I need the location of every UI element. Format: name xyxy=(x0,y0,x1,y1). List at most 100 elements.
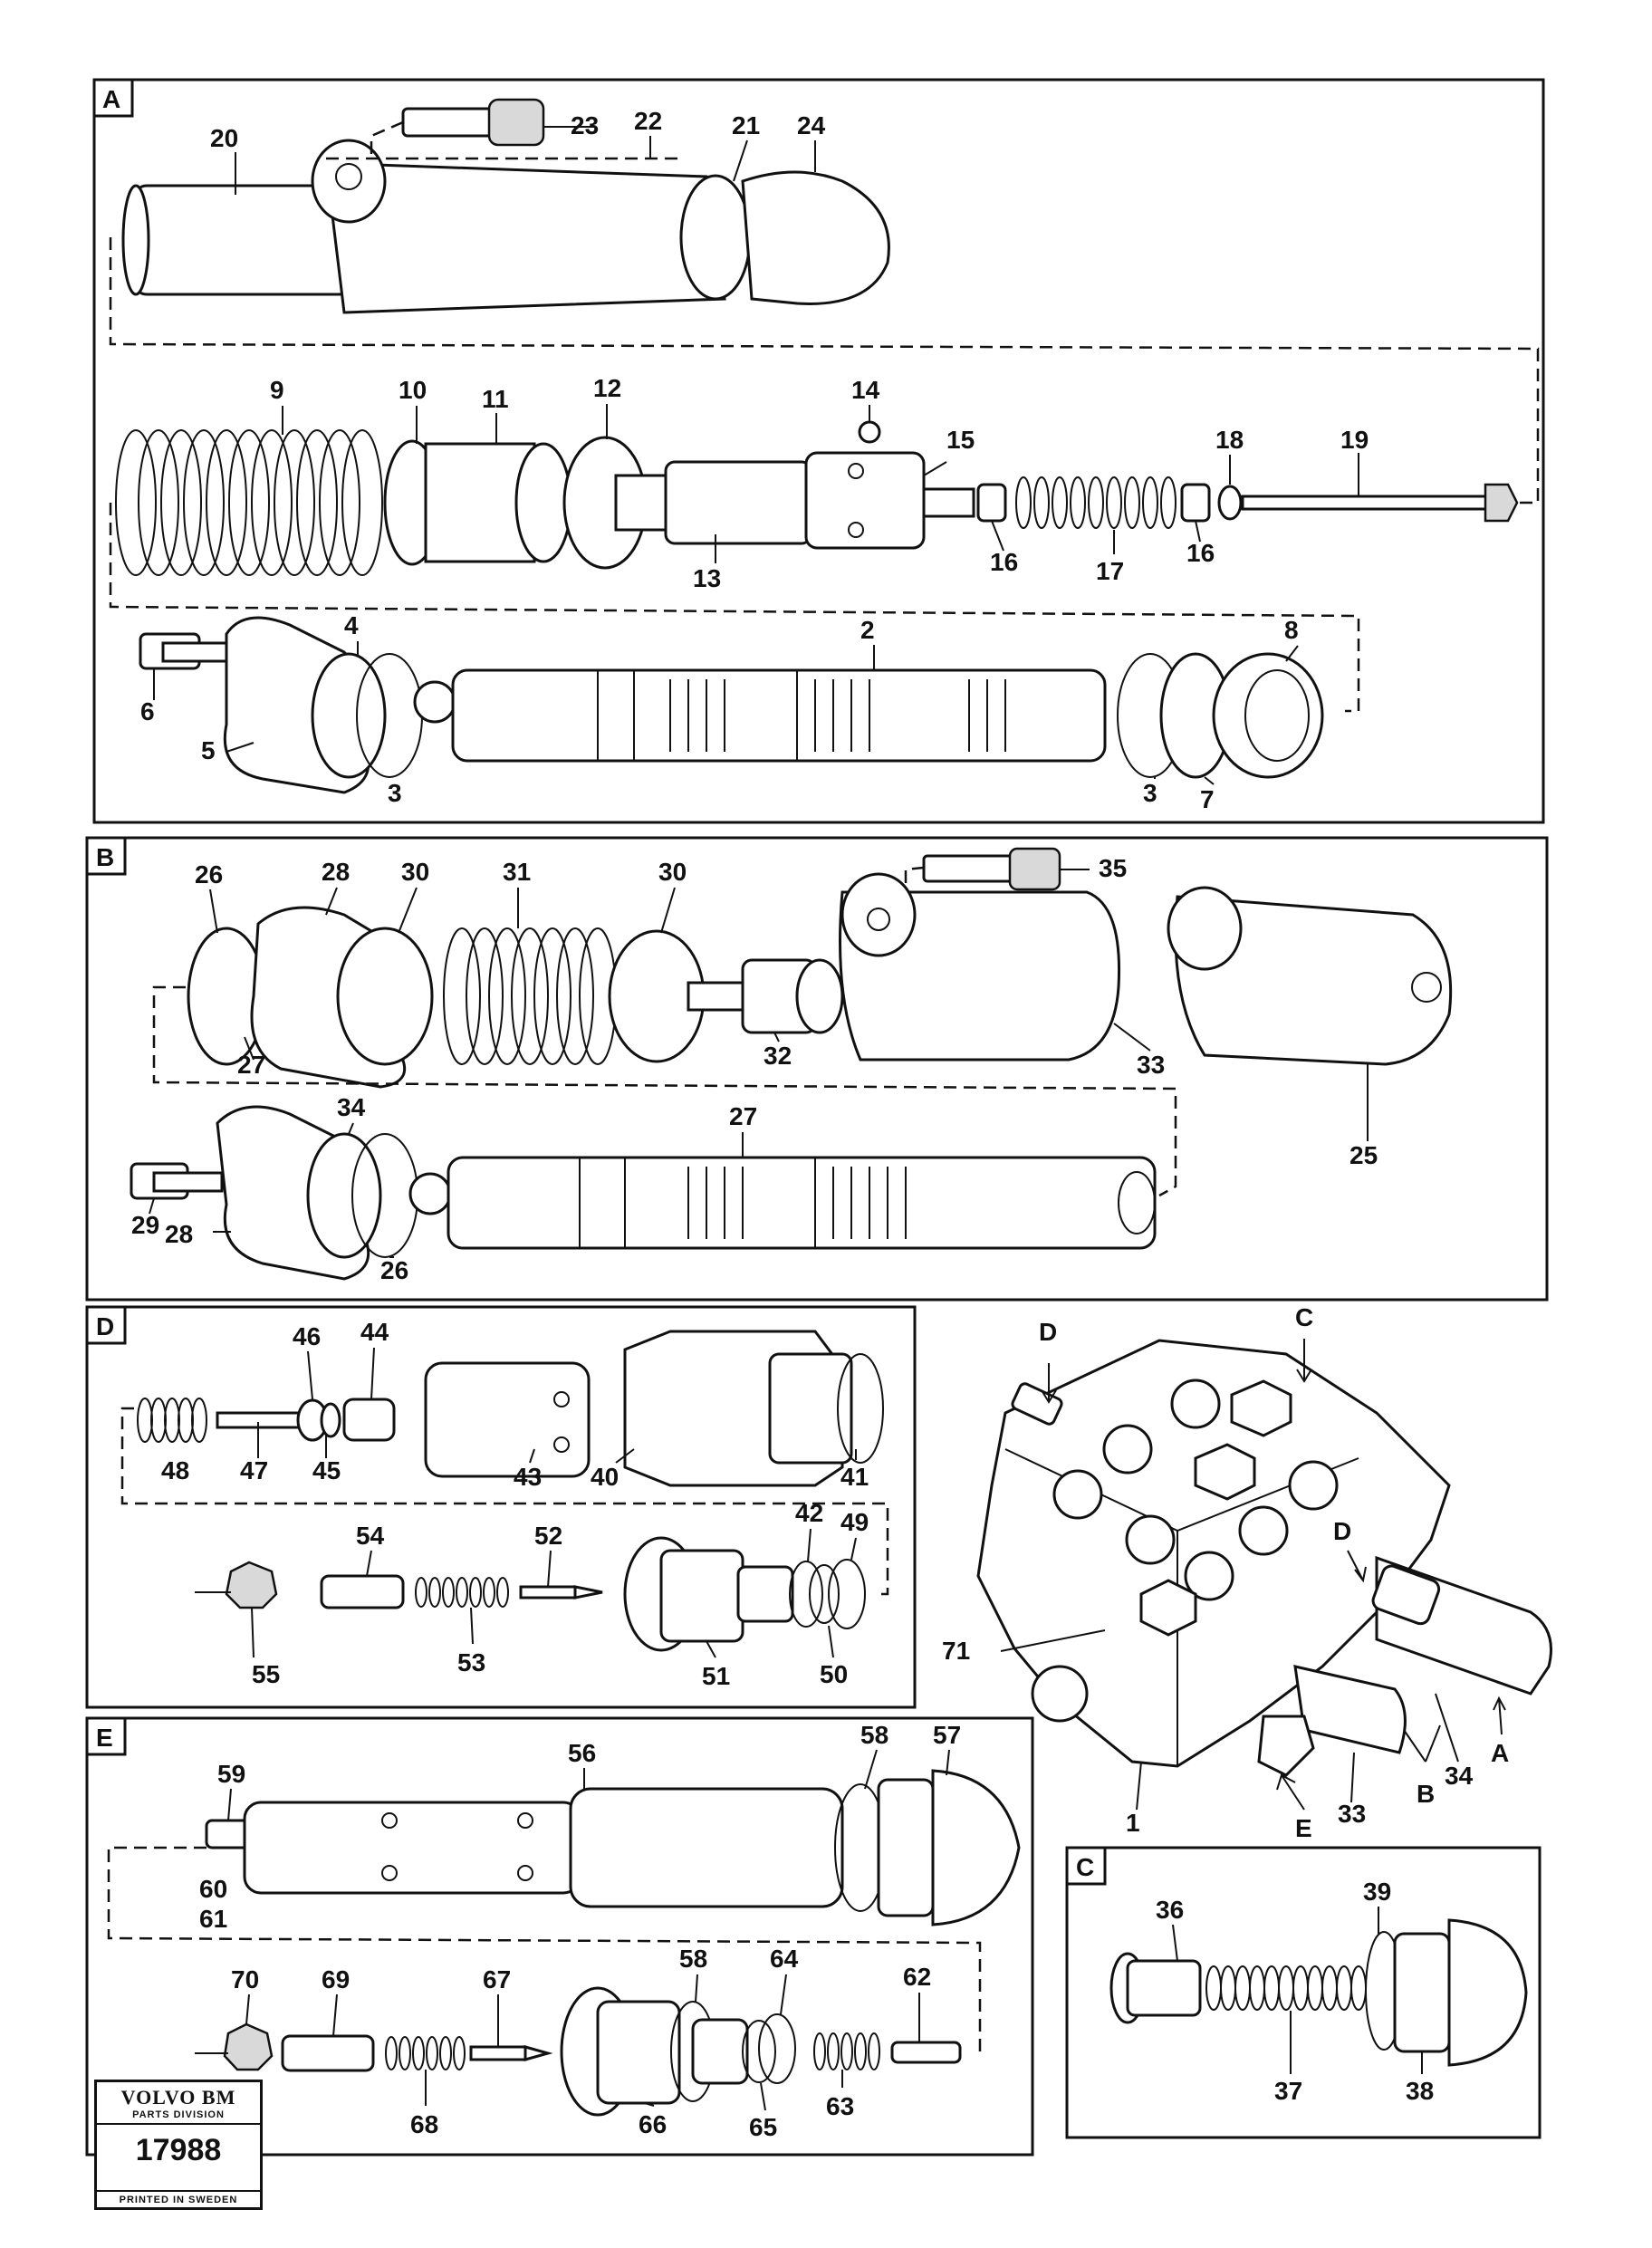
plug-center xyxy=(1194,1443,1256,1501)
part-34-cap xyxy=(1174,895,1453,1066)
part-34-port xyxy=(1411,972,1442,1003)
panel-a: A xyxy=(92,78,1545,824)
label-52: 52 xyxy=(534,1522,562,1550)
port-5 xyxy=(1288,1460,1339,1511)
panel-c-letter-box xyxy=(1065,1846,1107,1886)
panel-d-labels: 46 44 48 47 45 43 40 41 42 49 54 52 55 5… xyxy=(161,1318,869,1690)
port-3 xyxy=(1052,1469,1103,1520)
part-33-mounted xyxy=(1293,1665,1407,1754)
connector-b-1 xyxy=(152,985,1177,1197)
part-25-grooves xyxy=(579,1158,907,1248)
label-7: 7 xyxy=(1200,785,1215,813)
part-67-pin xyxy=(469,2045,527,2061)
housing-group xyxy=(121,98,890,314)
label-31: 31 xyxy=(503,858,531,886)
label-18: 18 xyxy=(1215,426,1244,454)
part-36-body xyxy=(1126,1959,1202,2017)
panel-b-leaders xyxy=(149,869,1369,1258)
part-31-spring xyxy=(443,927,617,1065)
assembly-labels: D C D 71 A 34 B 33 E 1 xyxy=(942,1303,1509,1842)
badge-brand: VOLVO BM xyxy=(120,2086,236,2109)
label-47: 47 xyxy=(240,1456,268,1484)
part-40-thread xyxy=(768,1352,853,1465)
assembly-leaders xyxy=(1136,1693,1459,1811)
part-70-nut xyxy=(223,2022,274,2071)
part-8-bore xyxy=(1244,669,1310,762)
arrow-d-left xyxy=(1041,1363,1057,1404)
part-16-seat-a xyxy=(976,483,1007,523)
label-27-bottom: 34 xyxy=(337,1093,366,1121)
connector-e-1 xyxy=(107,1846,982,2053)
part-55-nut xyxy=(225,1561,278,1609)
part-56-hole-3 xyxy=(517,1812,533,1829)
panel-c: C 36 39 37 xyxy=(1065,1846,1542,2139)
part-37-spring xyxy=(1205,1965,1367,2011)
screw-23-path xyxy=(370,120,404,154)
label-71: 71 xyxy=(942,1637,970,1665)
screw-35-path xyxy=(904,866,925,883)
part-52-pin xyxy=(519,1585,577,1600)
part-57-thread xyxy=(877,1778,935,1917)
part-34-ear xyxy=(1167,886,1243,971)
part-49-oring xyxy=(828,1559,866,1629)
part-23-screw-shank xyxy=(401,107,504,138)
part-43-hole-2 xyxy=(553,1436,570,1453)
part-11-end xyxy=(514,442,572,563)
part-23-screw-head xyxy=(487,98,545,147)
part-22-ear-hole xyxy=(335,163,362,190)
label-16-left: 16 xyxy=(990,548,1018,576)
part-65-ring xyxy=(742,2020,776,2083)
part-15-hole-2 xyxy=(848,522,864,538)
panel-b-frame xyxy=(85,836,1549,1302)
part-2-grooves xyxy=(597,670,1006,761)
label-56: 56 xyxy=(568,1739,596,1767)
badge-division: PARTS DIVISION xyxy=(97,2109,260,2125)
label-15: 15 xyxy=(946,426,975,454)
label-5: 5 xyxy=(201,736,216,764)
label-33: 33 xyxy=(1137,1051,1165,1079)
label-42: 42 xyxy=(795,1499,823,1527)
label-49: 49 xyxy=(840,1508,869,1536)
port-2 xyxy=(1102,1424,1153,1475)
label-39: 39 xyxy=(1363,1878,1391,1906)
part-64-oring xyxy=(758,2013,796,2084)
label-2: 2 xyxy=(860,616,875,644)
part-25-eye xyxy=(408,1172,452,1215)
label-59: 59 xyxy=(217,1760,245,1788)
label-57: 57 xyxy=(933,1721,961,1749)
part-52-tip xyxy=(573,1585,603,1600)
label-48: 48 xyxy=(161,1456,189,1484)
label-70: 70 xyxy=(231,1965,259,1993)
part-17-spring xyxy=(1015,476,1177,529)
part-51-nose xyxy=(736,1565,794,1623)
label-21: 21 xyxy=(732,111,760,139)
label-9: 9 xyxy=(270,376,284,404)
spool-group-a xyxy=(139,616,1324,794)
panel-b-letter: B xyxy=(96,843,114,871)
part-41-oring xyxy=(837,1353,884,1464)
part-19-bolt-shank xyxy=(1241,495,1489,511)
part-57-cap xyxy=(931,1769,1021,1926)
panel-d: D xyxy=(85,1305,917,1709)
part-56-hole-2 xyxy=(381,1865,398,1881)
label-63: 63 xyxy=(826,2092,854,2120)
valve-group-e-top xyxy=(205,1769,1021,1926)
part-42-ring xyxy=(789,1561,823,1628)
part-e-mounted xyxy=(1257,1715,1315,1777)
panel-a-leaders xyxy=(153,126,1359,785)
part-19-bolt-head xyxy=(1484,483,1519,523)
label-41: 41 xyxy=(840,1463,869,1491)
part-27-ring-bottom xyxy=(306,1132,382,1259)
part-33-ear-hole xyxy=(867,908,890,931)
relief-group-d-top xyxy=(137,1330,884,1487)
panel-c-letter: C xyxy=(1076,1853,1094,1881)
panel-e-labels: 59 56 58 57 60 61 70 69 67 58 64 62 68 6… xyxy=(199,1721,961,2141)
panel-e-leaders xyxy=(227,1749,950,2111)
label-13: 13 xyxy=(693,564,721,592)
connector-d-1 xyxy=(120,1407,889,1596)
part-35-screw-shank xyxy=(922,854,1025,883)
arrow-b xyxy=(1403,1724,1441,1763)
part-44-seat xyxy=(342,1398,396,1442)
relief-group-d-bottom xyxy=(195,1536,866,1652)
port-6 xyxy=(1238,1505,1289,1556)
